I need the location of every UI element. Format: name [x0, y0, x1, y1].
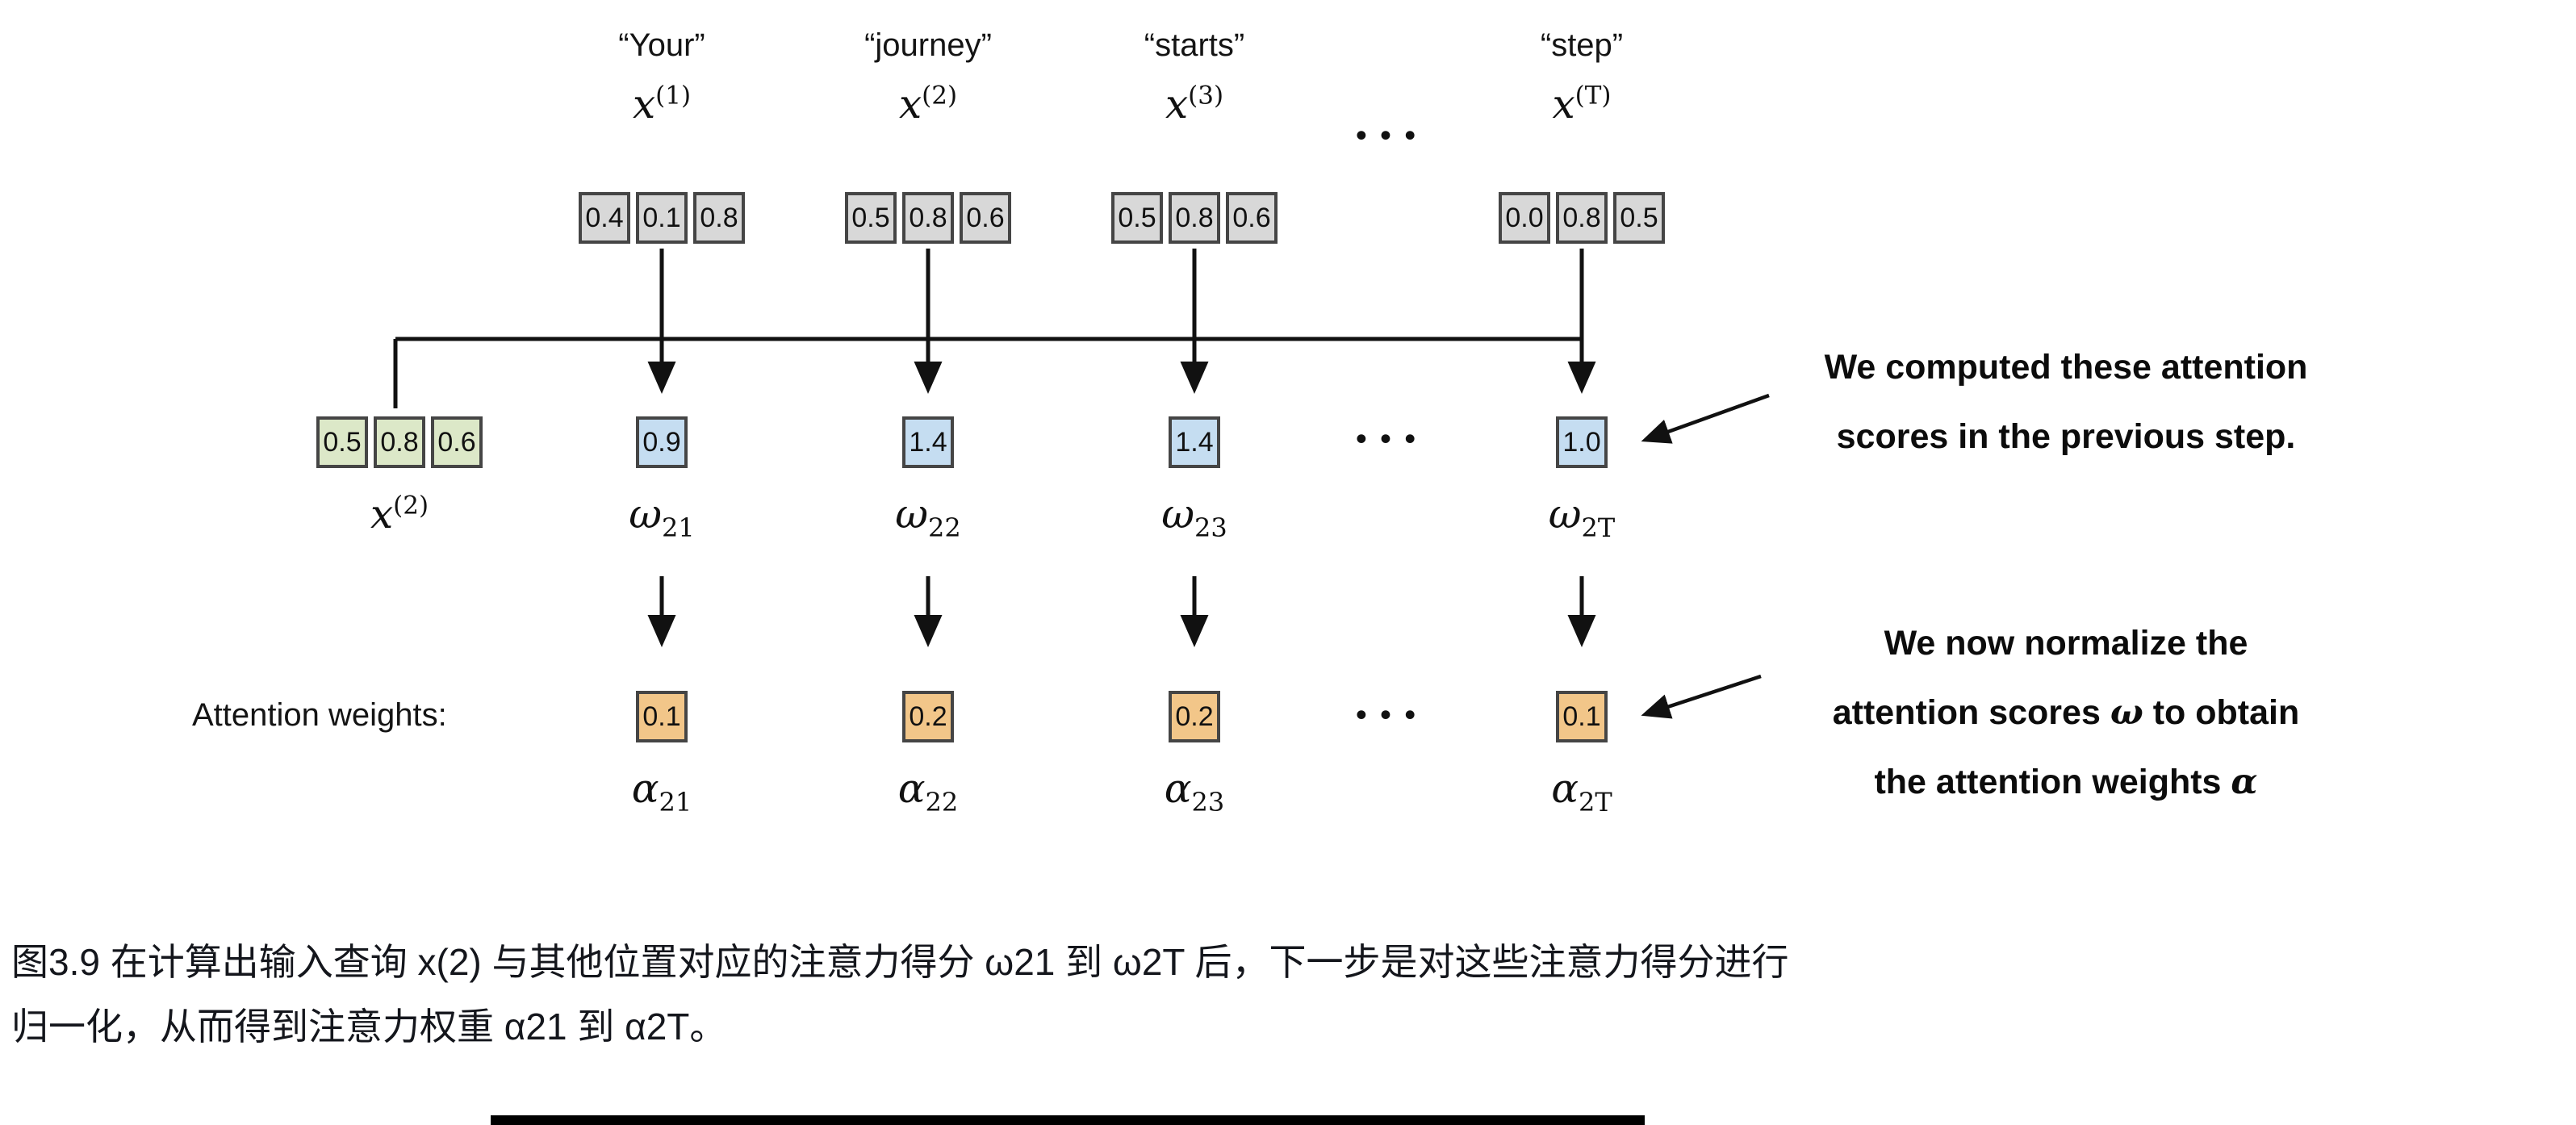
embedding-cell: 0.8 — [693, 192, 745, 244]
score-subscript: 23 — [1194, 512, 1227, 543]
embedding-cell: 0.1 — [636, 192, 688, 244]
embedding-vector: 0.5 0.8 0.6 — [1111, 192, 1278, 244]
alpha-symbol: α — [1164, 765, 1192, 812]
annotation-text: to obtain — [2143, 693, 2300, 732]
caption-line-2: 归一化，从而得到注意力权重 α21 到 α2T。 — [11, 1006, 727, 1048]
annotation-scores-line2: scores in the previous step. — [1836, 417, 2296, 456]
ellipsis-scores: ... — [1353, 399, 1427, 454]
query-vector: 0.5 0.8 0.6 — [316, 416, 483, 468]
var-sup: (T) — [1574, 81, 1612, 111]
attention-weight-label: α23 — [1165, 765, 1224, 818]
embedding-var-label: x(T) — [1552, 81, 1611, 128]
embedding-vector: 0.5 0.8 0.6 — [845, 192, 1011, 244]
attention-weight-label: α21 — [632, 765, 692, 818]
weight-subscript: 21 — [659, 787, 692, 818]
attention-score-label: ω21 — [629, 491, 695, 543]
annotation-text: attention scores — [1832, 693, 2110, 732]
token-word: “Your” — [618, 27, 705, 63]
embedding-cell: 0.0 — [1499, 192, 1550, 244]
ellipsis-weights: ... — [1353, 675, 1427, 730]
embedding-cell: 0.6 — [960, 192, 1011, 244]
omega-symbol: ω — [1548, 491, 1582, 537]
score-subscript: 22 — [928, 512, 961, 543]
alpha-symbol: α — [2231, 762, 2258, 802]
annotation-normalize: We now normalize the attention scores ω … — [1735, 609, 2397, 817]
annotation-scores-line1: We computed these attention — [1824, 348, 2308, 387]
figure-caption: 图3.9 在计算出输入查询 x(2) 与其他位置对应的注意力得分 ω21 到 ω… — [11, 930, 1788, 1059]
embedding-cell: 0.8 — [1169, 192, 1220, 244]
embedding-cell: 0.5 — [1111, 192, 1163, 244]
omega-symbol: ω — [1161, 491, 1195, 537]
attention-score-box: 1.4 — [902, 416, 954, 468]
attention-score-label: ω23 — [1161, 491, 1227, 543]
attention-score-label: ω22 — [895, 491, 961, 543]
annotation-normalize-line1: We now normalize the — [1884, 624, 2248, 663]
score-subscript: 2T — [1581, 512, 1616, 543]
var-base: x — [898, 81, 922, 128]
embedding-cell: 0.5 — [1613, 192, 1665, 244]
token-word: “step” — [1540, 27, 1624, 63]
omega-symbol: ω — [629, 491, 663, 537]
token-word: “starts” — [1144, 27, 1245, 63]
annotation-normalize-line2: attention scores ω to obtain — [1735, 678, 2397, 747]
embedding-var-label: x(1) — [633, 81, 691, 128]
var-sup: (2) — [922, 81, 958, 111]
embedding-cell: 0.8 — [902, 192, 954, 244]
query-cell: 0.6 — [431, 416, 483, 468]
attention-weights-row-label: Attention weights: — [192, 697, 447, 733]
embedding-vector: 0.0 0.8 0.5 — [1499, 192, 1665, 244]
weight-subscript: 22 — [925, 787, 959, 818]
attention-weight-label: α22 — [898, 765, 958, 818]
embedding-cell: 0.8 — [1556, 192, 1608, 244]
attention-weight-box: 0.2 — [1169, 691, 1220, 742]
var-base: x — [1165, 81, 1189, 128]
var-base: x — [1552, 81, 1575, 128]
ellipsis-top: ... — [1353, 95, 1427, 150]
attention-weight-box: 0.1 — [1556, 691, 1608, 742]
embedding-cell: 0.4 — [579, 192, 630, 244]
caption-line-1: 图3.9 在计算出输入查询 x(2) 与其他位置对应的注意力得分 ω21 到 ω… — [11, 941, 1789, 983]
query-cell: 0.5 — [316, 416, 368, 468]
annotation-scores: We computed these attention scores in th… — [1735, 332, 2397, 471]
var-base: x — [632, 81, 656, 128]
var-sup: (1) — [655, 81, 692, 111]
alpha-symbol: α — [1551, 765, 1579, 812]
weight-subscript: 23 — [1191, 787, 1225, 818]
alpha-symbol: α — [897, 765, 926, 812]
query-var-label: x(2) — [370, 491, 429, 537]
attention-weight-box: 0.1 — [636, 691, 688, 742]
annotation-normalize-line3: the attention weights α — [1735, 747, 2397, 817]
attention-score-box: 1.4 — [1169, 416, 1220, 468]
attention-score-box: 0.9 — [636, 416, 688, 468]
annotation-text: the attention weights — [1874, 763, 2231, 801]
attention-weight-box: 0.2 — [902, 691, 954, 742]
var-sup: (2) — [393, 491, 429, 521]
omega-symbol: ω — [895, 491, 929, 537]
var-base: x — [370, 491, 394, 537]
weight-subscript: 2T — [1579, 787, 1612, 818]
embedding-vector: 0.4 0.1 0.8 — [579, 192, 745, 244]
token-word: “journey” — [864, 27, 992, 63]
bottom-edge-artifact — [491, 1115, 1645, 1125]
embedding-cell: 0.5 — [845, 192, 897, 244]
omega-symbol: ω — [2110, 692, 2143, 733]
attention-score-label: ω2T — [1549, 491, 1615, 543]
embedding-var-label: x(3) — [1165, 81, 1223, 128]
embedding-cell: 0.6 — [1226, 192, 1278, 244]
attention-weight-label: α2T — [1551, 765, 1612, 818]
attention-score-box: 1.0 — [1556, 416, 1608, 468]
embedding-var-label: x(2) — [899, 81, 957, 128]
var-sup: (3) — [1188, 81, 1224, 111]
query-cell: 0.8 — [374, 416, 425, 468]
score-subscript: 21 — [662, 512, 695, 543]
alpha-symbol: α — [631, 765, 659, 812]
